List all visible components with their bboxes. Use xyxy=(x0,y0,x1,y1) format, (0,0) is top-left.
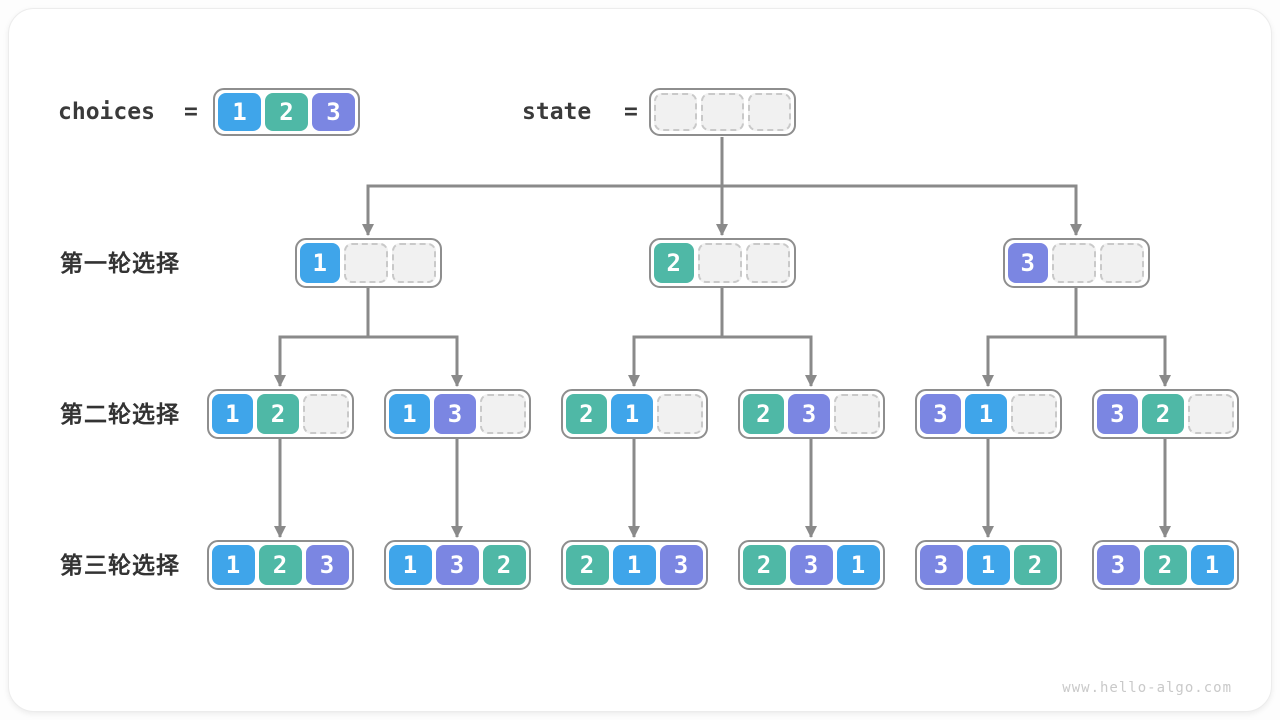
value-cell-3: 3 xyxy=(1007,243,1048,283)
value-cell-1: 1 xyxy=(211,545,255,585)
choices-label: choices xyxy=(58,99,155,125)
value-cell-3: 3 xyxy=(312,93,355,131)
empty-cell xyxy=(1051,243,1097,283)
value-cell-2: 2 xyxy=(1013,545,1057,585)
value-cell-1: 1 xyxy=(211,394,254,434)
value-cell-2: 2 xyxy=(565,545,609,585)
empty-cell xyxy=(746,243,791,283)
value-cell-2: 2 xyxy=(258,545,302,585)
value-cell-1: 1 xyxy=(388,545,432,585)
value-cell-3: 3 xyxy=(305,545,349,585)
value-cell-1: 1 xyxy=(299,243,340,283)
row-label-round-2: 第二轮选择 xyxy=(60,401,180,427)
value-cell-2: 2 xyxy=(565,394,608,434)
value-cell-1: 1 xyxy=(966,545,1010,585)
state-equals-sign: = xyxy=(624,99,638,125)
value-cell-1: 1 xyxy=(218,93,261,131)
value-cell-2: 2 xyxy=(1142,394,1184,434)
empty-cell xyxy=(748,93,791,131)
value-cell-3: 3 xyxy=(1096,394,1139,434)
value-cell-1: 1 xyxy=(611,394,653,434)
value-cell-1: 1 xyxy=(388,394,431,434)
value-cell-2: 2 xyxy=(265,93,308,131)
value-cell-3: 3 xyxy=(788,394,830,434)
state-node-round1-2: 2 xyxy=(648,238,796,288)
value-cell-1: 1 xyxy=(836,545,880,585)
value-cell-1: 1 xyxy=(965,394,1007,434)
empty-cell xyxy=(392,243,437,283)
empty-cell xyxy=(697,243,743,283)
value-cell-3: 3 xyxy=(434,394,476,434)
value-cell-2: 2 xyxy=(1143,545,1187,585)
empty-cell xyxy=(1187,394,1234,434)
empty-cell xyxy=(302,394,349,434)
value-cell-2: 2 xyxy=(742,394,785,434)
choices-equals-sign: = xyxy=(184,99,198,125)
value-cell-3: 3 xyxy=(1096,545,1140,585)
value-cell-3: 3 xyxy=(659,545,703,585)
empty-cell xyxy=(656,394,703,434)
empty-cell xyxy=(833,394,880,434)
value-cell-3: 3 xyxy=(789,545,833,585)
state-node-round1-1: 1 xyxy=(294,238,442,288)
value-cell-2: 2 xyxy=(482,545,526,585)
watermark: www.hello-algo.com xyxy=(1062,680,1232,696)
value-cell-1: 1 xyxy=(612,545,656,585)
value-cell-2: 2 xyxy=(653,243,694,283)
value-cell-2: 2 xyxy=(742,545,786,585)
state-label: state xyxy=(522,99,592,125)
empty-cell xyxy=(479,394,526,434)
value-cell-3: 3 xyxy=(919,545,963,585)
value-cell-3: 3 xyxy=(919,394,962,434)
state-node-round1-3: 3 xyxy=(1002,238,1150,288)
empty-cell xyxy=(1010,394,1057,434)
row-label-round-3: 第三轮选择 xyxy=(60,552,180,578)
row-label-round-1: 第一轮选择 xyxy=(60,250,180,276)
value-cell-3: 3 xyxy=(435,545,479,585)
value-cell-1: 1 xyxy=(1190,545,1234,585)
empty-cell xyxy=(654,93,697,131)
empty-cell xyxy=(701,93,744,131)
state-array-box xyxy=(649,88,796,136)
value-cell-2: 2 xyxy=(257,394,299,434)
empty-cell xyxy=(1100,243,1145,283)
empty-cell xyxy=(343,243,389,283)
